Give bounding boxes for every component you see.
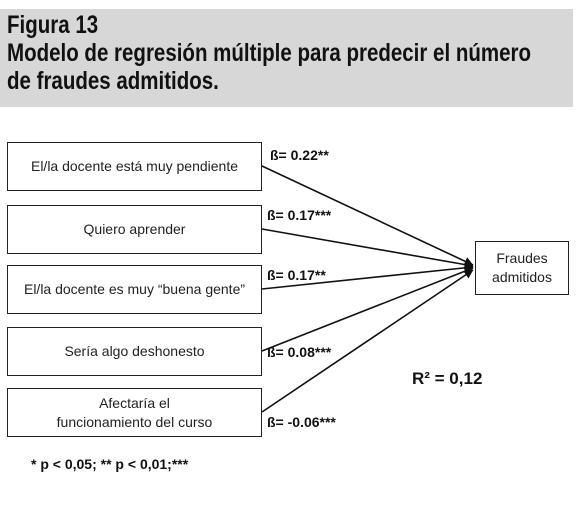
beta-coefficient-3: ß= 0.17** <box>267 267 326 283</box>
predictor-label: Sería algo deshonesto <box>64 343 205 359</box>
arrow-5 <box>261 269 474 413</box>
r-squared-label: R² = 0,12 <box>412 369 483 388</box>
figure-header-band <box>0 9 573 107</box>
significance-footnote: * p < 0,05; ** p < 0,01;*** <box>31 456 189 472</box>
figure-title: Modelo de regresión múltiple para predec… <box>7 39 532 95</box>
beta-coefficient-4: ß= 0.08*** <box>267 344 332 360</box>
predictor-box-2: Quiero aprender <box>7 205 262 254</box>
outcome-box: Fraudes admitidos <box>475 241 569 295</box>
beta-coefficient-2: ß= 0.17*** <box>267 207 332 223</box>
predictor-box-4: Sería algo deshonesto <box>7 327 262 376</box>
arrow-1 <box>261 165 474 266</box>
predictor-box-5: Afectaría el funcionamiento del curso <box>7 388 262 437</box>
arrow-4 <box>261 266 474 352</box>
predictor-label: Afectaría el funcionamiento del curso <box>56 394 213 430</box>
figure-label: Figura 13 <box>7 11 99 39</box>
arrow-3 <box>261 263 474 290</box>
predictor-label: El/la docente está muy pendiente <box>30 158 239 174</box>
predictor-label: Quiero aprender <box>83 221 186 237</box>
predictor-box-3: El/la docente es muy “buena gente” <box>7 265 262 314</box>
predictor-label: El/la docente es muy “buena gente” <box>23 281 246 297</box>
beta-coefficient-1: ß= 0.22** <box>270 147 329 163</box>
predictor-box-1: El/la docente está muy pendiente <box>7 142 262 191</box>
outcome-label: Fraudes admitidos <box>492 250 552 285</box>
beta-coefficient-5: ß= -0.06*** <box>267 414 336 430</box>
arrow-2 <box>261 228 474 269</box>
